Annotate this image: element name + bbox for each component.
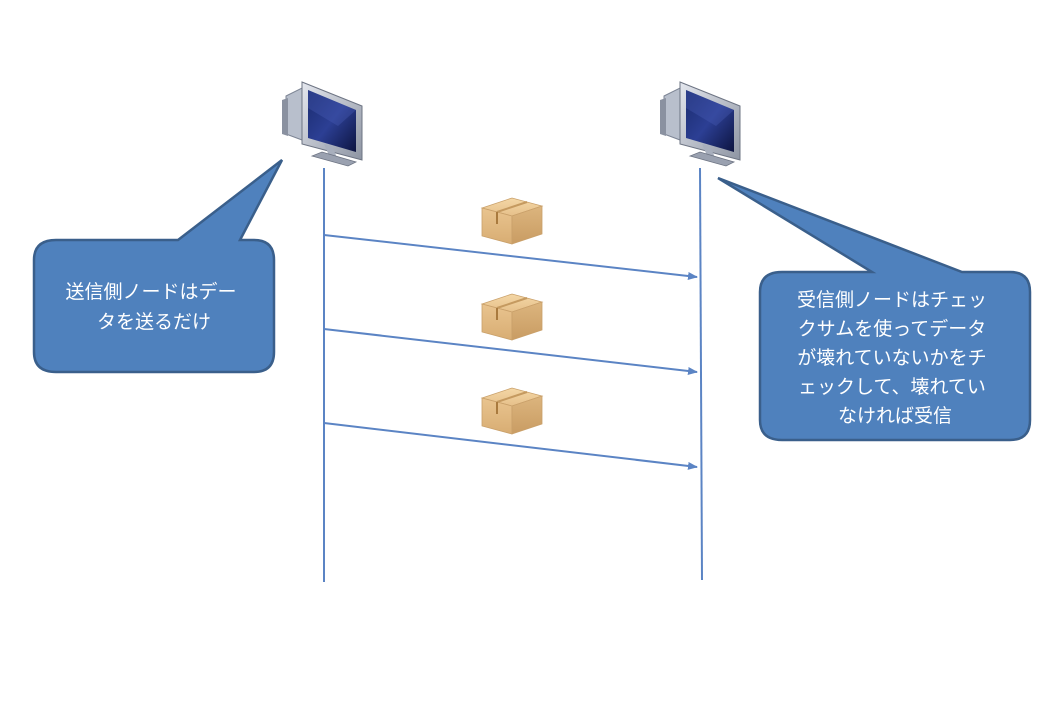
packet-box-icon [480,197,544,245]
sender-computer-icon [282,81,363,167]
receiver-caption-line: クサムを使ってデータ [798,318,987,340]
sender-callout: 送信側ノードはデー タを送るだけ [32,159,284,374]
sender-caption-line: 送信側ノードはデー [65,281,236,303]
receiver-caption-line: 受信側ノードはチェッ [797,289,987,311]
packet-box-icon [480,387,544,435]
receiver-callout: 受信側ノードはチェッ クサムを使ってデータ が壊れていないかをチ ェックして、壊… [717,176,1032,442]
receiver-lifeline [699,167,703,581]
receiver-caption-line: なければ受信 [838,405,952,427]
receiver-computer-icon [660,81,741,167]
message-arrow-3 [323,422,698,470]
packet-box-icon [480,293,544,341]
receiver-caption-line: ェックして、壊れてい [798,376,986,398]
message-arrow-1 [323,234,698,280]
sender-caption-line: タを送るだけ [97,311,211,333]
receiver-caption-line: が壊れていないかをチ [797,347,986,369]
svg-text:送信側ノードはデー タを送るだけ: 送信側ノードはデー タを送るだけ [65,281,242,333]
svg-text:受信側ノードはチェッ クサムを使ってデータ: 受信側ノードはチェッ クサムを使ってデータ が壊れていないかをチ ェックして、壊… [797,289,993,427]
message-arrow-2 [323,328,698,375]
